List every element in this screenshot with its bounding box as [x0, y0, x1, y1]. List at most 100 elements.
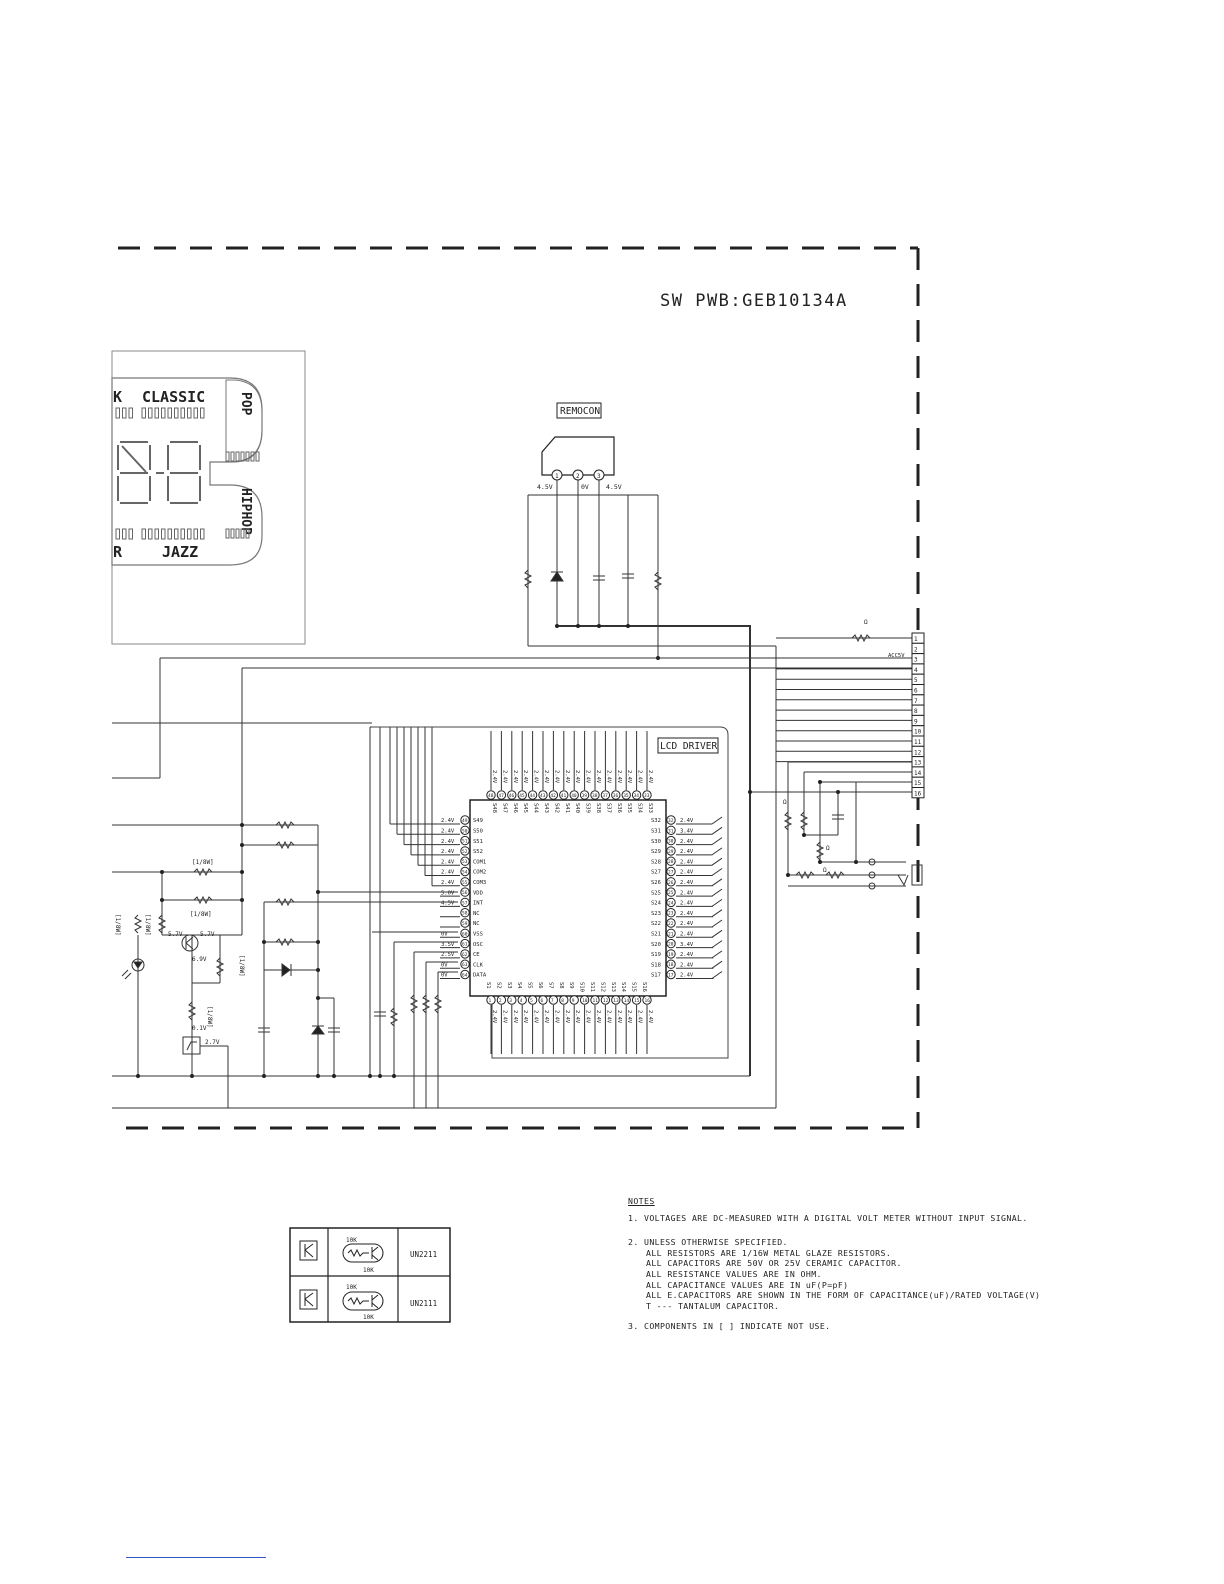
junction-dot	[748, 790, 752, 794]
ic-pin-voltage: 5.0V	[441, 890, 455, 896]
ic-pin-voltage: 2.4V	[501, 770, 507, 784]
ic-pin-name: NC	[473, 911, 480, 917]
ic-pin-voltage: 3.5V	[441, 942, 455, 948]
resistor	[193, 867, 213, 877]
ic-pin-circle	[600, 790, 611, 800]
resistor	[275, 897, 295, 907]
ic-pin-circle	[507, 995, 517, 1005]
note-2-line-2: ALL CAPACITORS ARE 50V OR 25V CERAMIC CA…	[646, 1258, 902, 1269]
level-segment	[245, 451, 250, 462]
ic-pin-name: S33	[647, 803, 653, 813]
level-segment	[122, 407, 127, 419]
ic-pin-name: S25	[651, 890, 661, 896]
ic-pin-circle	[666, 887, 676, 897]
footer-link-rule[interactable]	[126, 1557, 266, 1558]
ic-pin-num: 45	[519, 793, 525, 799]
tr-row1-top: 10K	[346, 1237, 357, 1244]
remocon-pin-3: 3	[597, 473, 601, 480]
ic-pin-num: 36	[613, 793, 619, 799]
ic-pin-circle	[538, 995, 548, 1005]
display-label-classic: CLASSIC	[142, 388, 205, 406]
connector-pin-num: 9	[914, 718, 918, 725]
ic-pin-voltage: 2.4V	[680, 890, 694, 896]
ic-pin-num: 30	[668, 839, 674, 845]
ic-pin-name: S52	[473, 849, 483, 855]
ic-pin-num: 18	[668, 962, 674, 968]
junction-dot	[818, 780, 822, 784]
ic-pin-circle	[579, 995, 590, 1005]
ic-pin-voltage: 2.4V	[574, 1010, 580, 1024]
ic-pin-name: S21	[651, 932, 661, 938]
ic-pin-num: 9	[572, 998, 575, 1004]
ic-pin-lead	[711, 960, 723, 969]
junction-dot	[316, 890, 320, 894]
ohm-tags: Ω Ω Ω Ω	[783, 619, 868, 874]
ic-pin-circle	[548, 790, 559, 800]
ic-pin-num: 19	[668, 952, 674, 958]
ic-pin-num: 6	[541, 998, 544, 1004]
connector-pin-num: 5	[914, 677, 918, 684]
connector-pin-num: 7	[914, 698, 918, 705]
ic-pin-name: DATA	[473, 973, 487, 979]
resistor	[193, 895, 213, 905]
ic-pin-name: S19	[651, 952, 661, 958]
ic-pin-lead	[711, 919, 723, 928]
ic-pin-name: S3	[506, 982, 512, 989]
remocon-module: REMOCON 1 2 3 4.5V 0V 4.5V	[537, 402, 622, 491]
resistor	[409, 994, 419, 1014]
level-segment	[154, 407, 159, 419]
ic-pin-voltage: 2.4V	[553, 770, 559, 784]
ic-pin-voltage: 2.4V	[441, 818, 455, 824]
transistor	[185, 936, 194, 950]
ic-pin-circle	[486, 790, 496, 800]
zener-diode	[311, 1025, 325, 1035]
ic-pin-circle	[460, 877, 470, 887]
ic-pin-circle	[666, 866, 676, 877]
junction-dot	[316, 968, 320, 972]
junction-dot	[378, 1074, 382, 1078]
ic-pin-name: S26	[651, 880, 661, 886]
ic-pin-circle	[538, 790, 548, 800]
ic-pin-num: 60	[462, 931, 468, 937]
ic-pin-lead	[711, 909, 723, 918]
ic-pin-circle	[496, 995, 507, 1005]
ic-pin-num: 13	[613, 998, 619, 1004]
transistor-table: 10K 10K UN2211 10K 10K UN2111	[289, 1227, 451, 1323]
ic-pin-name: S36	[616, 803, 622, 813]
ic-pin-num: 58	[462, 911, 468, 917]
remocon-pin-2: 2	[576, 473, 580, 480]
ic-pin-name: S20	[651, 942, 661, 948]
junction-dot	[136, 1074, 140, 1078]
level-segment	[115, 407, 120, 419]
tr-row2-part: UN2111	[410, 1299, 437, 1308]
note-2-line-6: T --- TANTALUM CAPACITOR.	[646, 1300, 780, 1311]
ic-pin-voltage: 2.4V	[491, 1010, 497, 1024]
ic-pin-num: 24	[668, 900, 674, 906]
note-2-line-5: ALL E.CAPACITORS ARE SHOWN IN THE FORM O…	[646, 1290, 1041, 1301]
junction-dot	[368, 1074, 372, 1078]
resistor	[187, 1001, 197, 1021]
ic-pin-voltage: 2.4V	[637, 1010, 643, 1024]
display-label-k: K	[113, 388, 122, 406]
resistor	[389, 1007, 399, 1027]
junction-dot	[576, 624, 580, 628]
ic-pin-circle	[666, 835, 676, 846]
ic-pin-circle	[527, 995, 538, 1005]
level-segment	[245, 528, 250, 539]
display-label-pop: POP	[238, 392, 253, 416]
ic-pin-voltage: 2.4V	[595, 770, 601, 784]
ic-pin-name: S43	[543, 803, 549, 813]
board-title: SW PWB:GEB10134A	[660, 291, 848, 311]
ic-pin-lead	[711, 878, 723, 887]
resistor	[275, 937, 295, 947]
ic-pin-voltage: 2.4V	[680, 952, 694, 958]
ic-pin-name: S29	[651, 849, 661, 855]
ic-pin-voltage: 2.4V	[585, 1010, 591, 1024]
ic-pin-voltage: 2.4V	[512, 770, 518, 784]
note-1: 1. VOLTAGES ARE DC-MEASURED WITH A DIGIT…	[628, 1212, 1028, 1223]
connector-pin-num: 3	[914, 657, 918, 664]
ic-pin-voltage: 2.4V	[533, 770, 539, 784]
ic-pin-circle	[569, 995, 579, 1005]
ic-pin-lead	[711, 847, 723, 856]
